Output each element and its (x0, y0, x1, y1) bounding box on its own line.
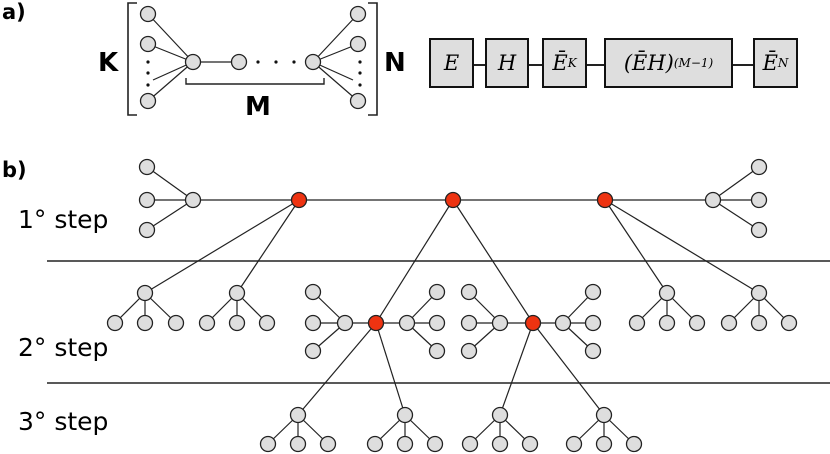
graph-nodes (106, 5, 798, 453)
block-e: E (429, 38, 474, 88)
n-label: N (384, 48, 406, 78)
block-ebar-h-power: (ĒH)(M−1) (604, 38, 733, 88)
k-label: K (98, 48, 119, 78)
step-1-label: 1° step (18, 205, 109, 234)
block-h: H (485, 38, 529, 88)
panel-a-label: a) (2, 0, 26, 24)
m-label: M (245, 92, 271, 122)
step-3-label: 3° step (18, 407, 109, 436)
step-2-label: 2° step (18, 333, 109, 362)
highlighted-nodes (290, 191, 614, 332)
panel-b-label: b) (2, 158, 27, 182)
